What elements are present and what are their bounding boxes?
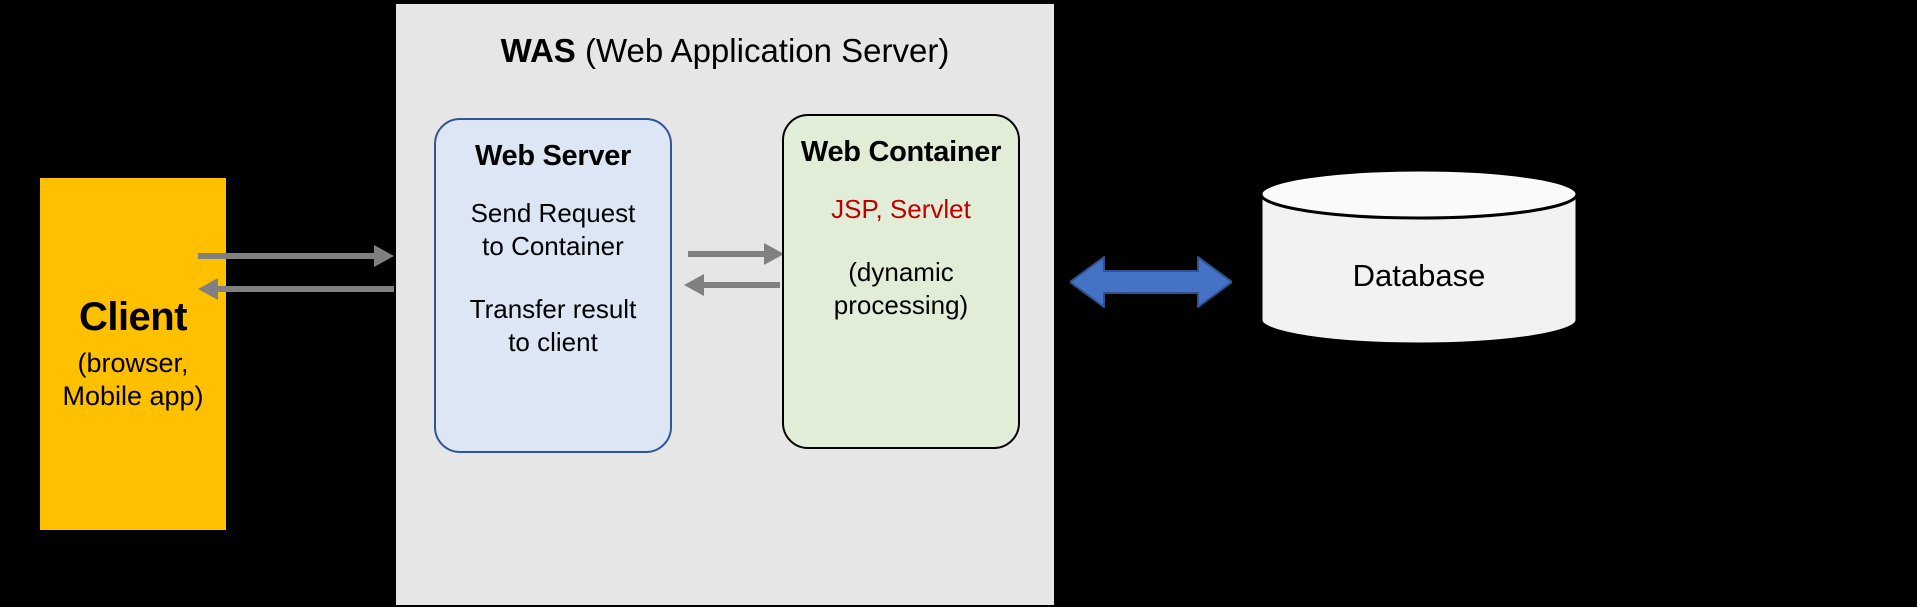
arrow-head [374, 245, 394, 267]
web-server-body-1: Send Request to Container [471, 197, 636, 263]
client-subtitle-line1: (browser, [77, 348, 189, 379]
arrow-shaft [216, 286, 394, 292]
web-container-body-line2: processing) [833, 290, 969, 321]
web-container-body-line1: (dynamic [848, 257, 954, 288]
web-server-body-2: Transfer result to client [470, 293, 637, 359]
client-node: Client (browser, Mobile app) [40, 178, 226, 530]
web-server-body-2-line1: Transfer result [469, 294, 637, 325]
web-container-body: (dynamic processing) [834, 256, 968, 322]
was-abbreviation: WAS [500, 32, 576, 69]
arrow-webserver-to-container-icon [688, 243, 784, 265]
database-label: Database [1352, 258, 1486, 293]
web-container-node: Web Container JSP, Servlet (dynamic proc… [782, 114, 1020, 449]
arrow-head [684, 274, 704, 296]
database-node [1258, 168, 1580, 346]
client-title: Client [78, 295, 188, 340]
arrow-shaft [688, 251, 766, 257]
arrow-was-to-database-icon [1070, 253, 1232, 311]
web-container-tech: JSP, Servlet [831, 194, 971, 225]
arrow-container-to-webserver-icon [684, 274, 780, 296]
client-subtitle: (browser, Mobile app) [62, 347, 203, 413]
was-expansion: (Web Application Server) [584, 32, 950, 69]
arrow-shaft [702, 282, 780, 288]
web-server-body-1-line2: to Container [482, 231, 624, 262]
web-server-node: Web Server Send Request to Container Tra… [434, 118, 672, 453]
arrow-head [764, 243, 784, 265]
arrow-webserver-to-client-icon [198, 278, 394, 300]
was-title: WAS (Web Application Server) [396, 32, 1054, 70]
web-server-title: Web Server [474, 140, 632, 172]
arrow-shaft [198, 253, 376, 259]
web-server-body-1-line1: Send Request [470, 198, 636, 229]
arrow-client-to-webserver-icon [198, 245, 394, 267]
web-container-title: Web Container [800, 136, 1002, 168]
web-server-body-2-line2: to client [508, 327, 598, 358]
client-subtitle-line2: Mobile app) [62, 381, 204, 411]
arrow-head [198, 278, 218, 300]
